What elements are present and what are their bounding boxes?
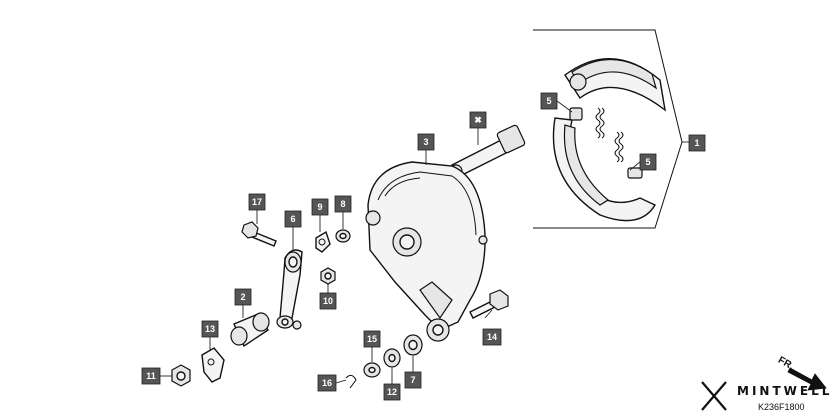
callout-9: 9: [311, 198, 329, 216]
collar-2: [230, 312, 270, 348]
callout-1: 1: [688, 134, 706, 152]
callout-3-panel: 3: [417, 133, 435, 151]
callout-label: 2: [240, 292, 245, 302]
brand-name: MINTWELL: [737, 384, 832, 398]
brake-shoe-assembly: [533, 29, 690, 229]
callout-label: 14: [487, 332, 497, 342]
callout-8: 8: [334, 195, 352, 213]
callout-label: 12: [387, 387, 397, 397]
brake-cam-shaft: [449, 124, 526, 178]
callout-label: ✖: [474, 115, 482, 125]
callout-x: ✖: [469, 111, 487, 129]
callout-label: 11: [146, 371, 156, 381]
brake-arm: [276, 249, 303, 330]
callout-17: 17: [248, 193, 266, 211]
callout-label: 16: [322, 378, 332, 388]
front-direction-indicator: FR.: [776, 355, 827, 391]
callout-label: 3: [423, 137, 428, 147]
callout-label: 5: [645, 157, 650, 167]
bolt-14: [469, 289, 509, 319]
cable-plate-13: [201, 347, 225, 383]
callout-12: 12: [383, 383, 401, 401]
callout-11: 11: [141, 367, 161, 385]
callout-14: 14: [482, 328, 502, 346]
callout-10: 10: [319, 292, 337, 310]
callout-label: 13: [205, 324, 215, 334]
washer-12: [383, 348, 401, 368]
washer-8: [335, 229, 351, 243]
callout-5-lower: 5: [639, 153, 657, 171]
callout-label: 1: [694, 138, 699, 148]
callout-label: 9: [317, 202, 322, 212]
callout-13: 13: [201, 320, 219, 338]
indicator-plate-9: [315, 230, 331, 253]
nut-10: [320, 267, 336, 285]
callout-5-upper: 5: [540, 92, 558, 110]
callout-7: 7: [404, 371, 422, 389]
washer-7: [403, 334, 423, 356]
callout-2: 2: [234, 288, 252, 306]
callout-label: 17: [252, 197, 262, 207]
front-arrow-icon: [787, 367, 827, 391]
callout-16: 16: [317, 374, 337, 392]
callout-label: 6: [290, 214, 295, 224]
diagram-code: K236F1800: [758, 402, 805, 412]
callout-label: 7: [410, 375, 415, 385]
callout-6: 6: [284, 210, 302, 228]
brand-mark-icon: [701, 381, 727, 411]
bolt-17: [241, 221, 277, 247]
callout-label: 8: [340, 199, 345, 209]
brand-logo: MINTWELL K236F1800: [701, 381, 832, 412]
nut-15: [363, 362, 381, 378]
leader-lines: [160, 100, 641, 384]
nut-11: [171, 364, 191, 387]
callout-label: 15: [367, 334, 377, 344]
cotter-pin-16: [345, 374, 357, 389]
callout-label: 10: [323, 296, 333, 306]
callout-15: 15: [363, 330, 381, 348]
callout-label: 5: [546, 96, 551, 106]
brake-panel: [365, 161, 488, 342]
